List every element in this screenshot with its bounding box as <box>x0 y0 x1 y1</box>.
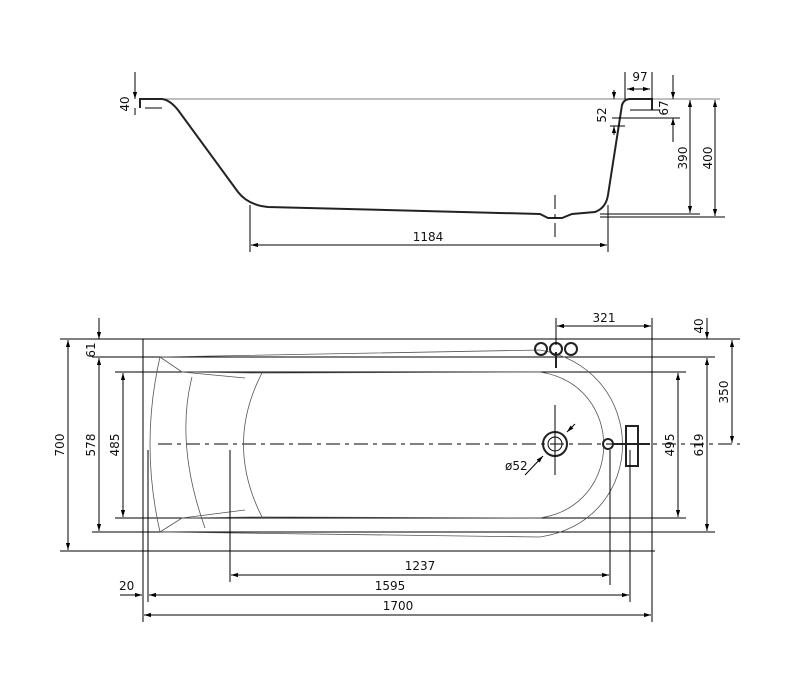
dim-97: 97 <box>632 70 647 84</box>
dim-1595: 1595 <box>375 579 406 593</box>
dim-1184: 1184 <box>413 230 444 244</box>
dim-485: 485 <box>108 434 122 457</box>
tub-profile <box>139 98 653 219</box>
dim-700: 700 <box>53 434 67 457</box>
dim-1700: 1700 <box>383 599 414 613</box>
side-view: 40 97 67 52 390 400 1184 <box>118 70 725 252</box>
dim-350: 350 <box>717 381 731 404</box>
dim-1237: 1237 <box>405 559 436 573</box>
faucet-icon <box>534 342 578 368</box>
dim-321: 321 <box>593 311 616 325</box>
plan-view: ø52 700 61 578 485 321 40 619 350 495 1 <box>53 311 740 622</box>
dim-40: 40 <box>118 96 132 111</box>
dim-578: 578 <box>84 434 98 457</box>
tub-inner-outline <box>261 371 605 519</box>
overflow-icon <box>602 425 650 467</box>
dim-67: 67 <box>657 100 671 115</box>
dim-619: 619 <box>692 434 706 457</box>
dim-495: 495 <box>663 434 677 457</box>
dim-52: 52 <box>595 107 609 122</box>
dim-drain: ø52 <box>505 459 528 473</box>
drain-icon <box>524 405 576 476</box>
dim-400: 400 <box>701 147 715 170</box>
dim-40-plan: 40 <box>692 318 706 333</box>
dim-20: 20 <box>119 579 134 593</box>
dim-390: 390 <box>676 147 690 170</box>
dim-61: 61 <box>84 342 98 357</box>
